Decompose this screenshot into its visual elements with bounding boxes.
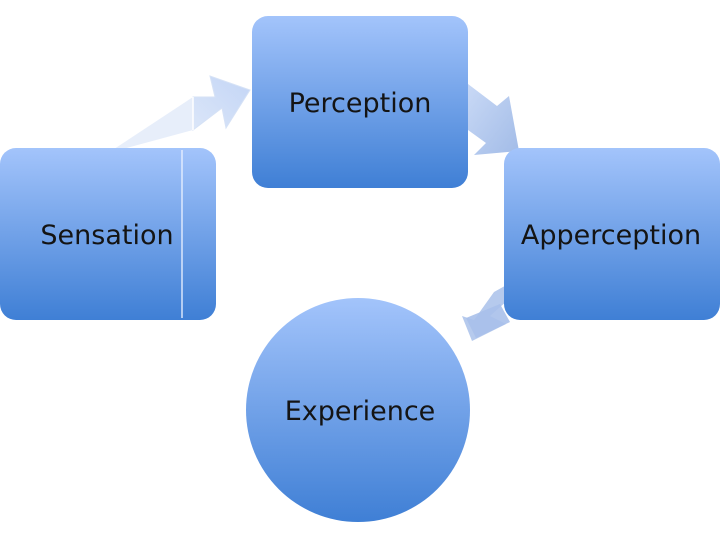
arrow-sensation-to-perception	[108, 75, 251, 153]
node-sensation-label: Sensation	[40, 220, 173, 251]
node-apperception: Apperception	[504, 148, 720, 320]
node-perception: Perception	[252, 16, 468, 188]
node-experience: Experience	[246, 298, 470, 522]
arrow-apperception-to-experience	[462, 282, 512, 341]
node-perception-label: Perception	[289, 88, 432, 119]
node-experience-label: Experience	[285, 396, 436, 427]
node-sensation: Sensation	[0, 148, 216, 320]
node-apperception-label: Apperception	[521, 220, 701, 251]
arrow-perception-to-apperception	[468, 84, 519, 155]
